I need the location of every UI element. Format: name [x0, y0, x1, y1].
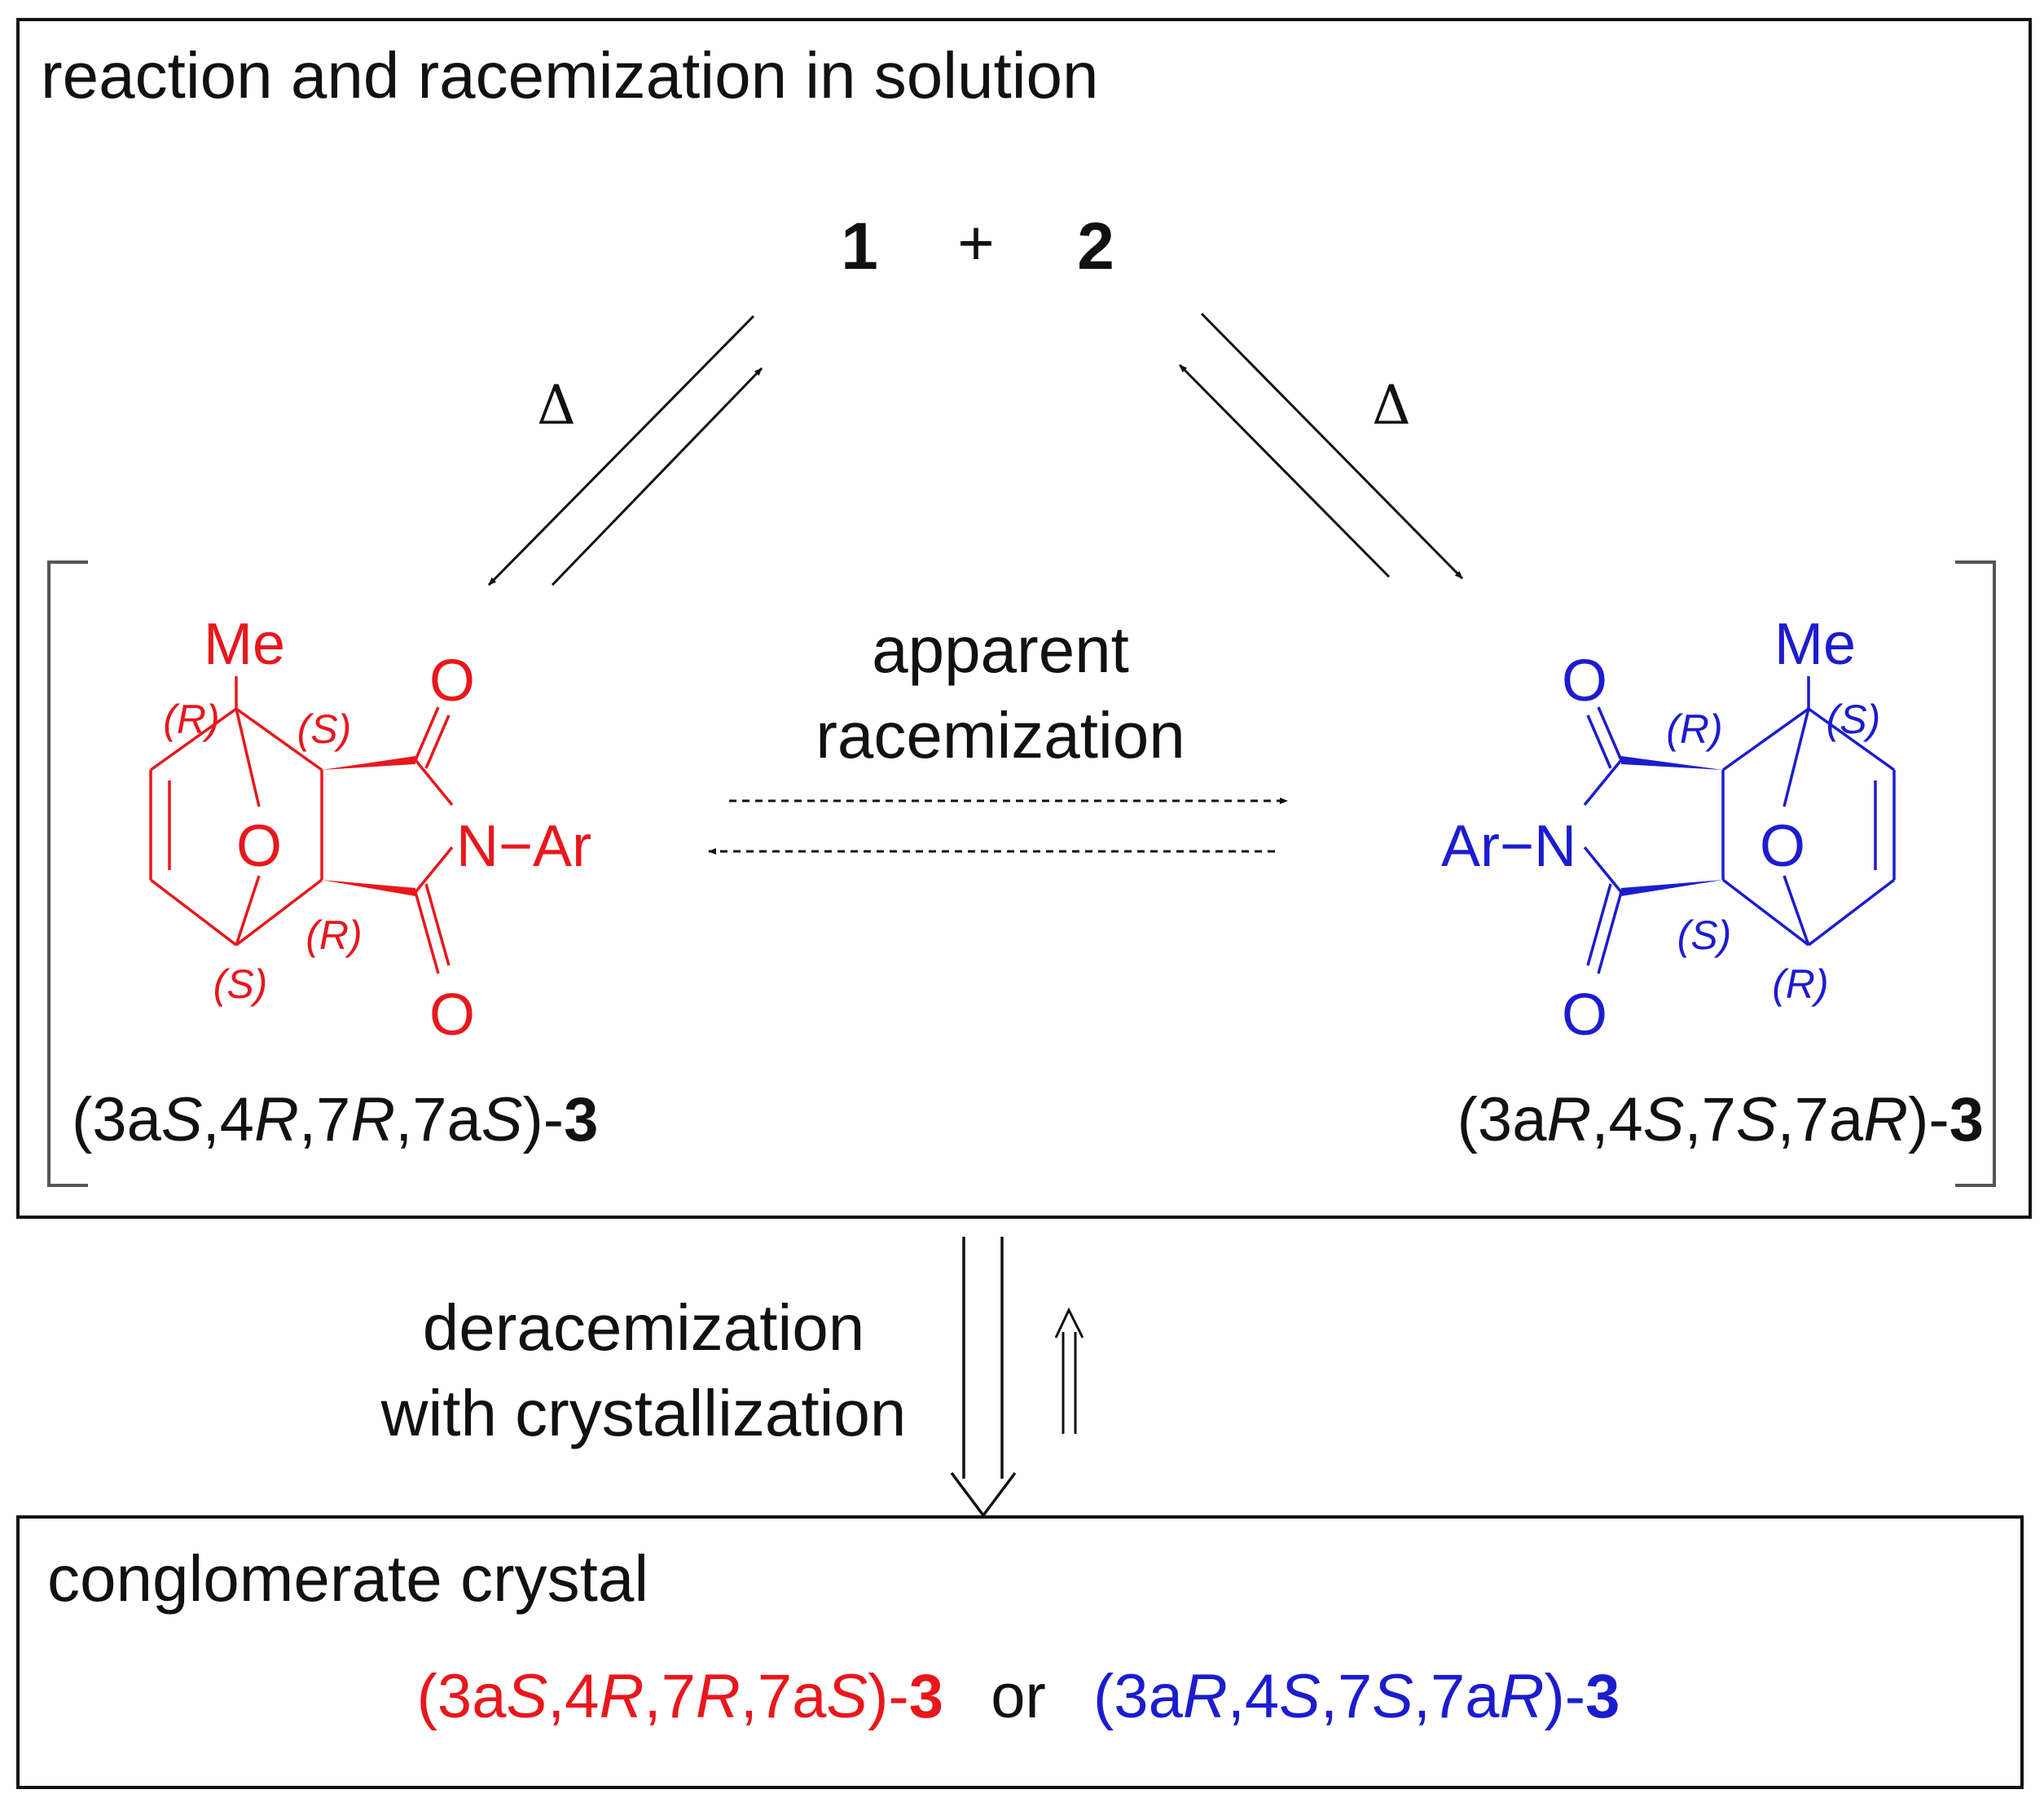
- bottom-or-label: or: [991, 1662, 1046, 1731]
- right-descriptor-c7a: (S): [1677, 912, 1732, 958]
- bottom-blue-compound: (3aR,4S,7S,7aR)-3: [1093, 1662, 1620, 1731]
- left-bracket: [47, 561, 88, 1187]
- left-descriptor-c3a: (S): [297, 706, 352, 752]
- left-carbonyl-top-oxygen: O: [429, 648, 475, 714]
- left-descriptor-c4: (R): [163, 697, 219, 742]
- right-enantiomer-structure: [1583, 676, 1896, 974]
- right-carbonyl-top-oxygen: O: [1562, 648, 1607, 714]
- left-methyl-label: Me: [204, 612, 285, 677]
- dashed-equilibrium-arrows: [708, 798, 1288, 855]
- process-label-line2: with crystallization: [380, 1377, 907, 1449]
- left-carbonyl-bottom-oxygen: O: [429, 983, 475, 1048]
- right-bridge-oxygen: O: [1760, 814, 1805, 879]
- right-descriptor-c3a: (R): [1666, 706, 1722, 752]
- reverse-small-arrow: [1054, 1307, 1084, 1434]
- reactant-1: 1: [841, 209, 878, 284]
- bottom-box: [16, 1515, 2024, 1789]
- left-descriptor-c7: (S): [213, 961, 268, 1007]
- right-carbonyl-bottom-oxygen: O: [1562, 983, 1607, 1048]
- right-compound-name: (3aR,4S,7S,7aR)-3: [1457, 1085, 1984, 1154]
- left-compound-name: (3aS,4R,7R,7aS)-3: [72, 1085, 598, 1154]
- left-bridge-oxygen: O: [236, 814, 282, 879]
- right-methyl-label: Me: [1774, 612, 1856, 677]
- left-descriptor-c7a: (R): [306, 912, 362, 958]
- plus-sign: +: [957, 207, 995, 279]
- left-enantiomer-structure: [149, 676, 454, 974]
- bottom-red-compound: (3aS,4R,7R,7aS)-3: [417, 1662, 943, 1731]
- process-label-line1: deracemization: [423, 1291, 865, 1364]
- right-bracket: [1955, 561, 1996, 1187]
- deracemization-large-arrow: [950, 1237, 1017, 1518]
- racemization-label-line2: racemization: [815, 699, 1185, 772]
- right-aryl-n-label: Ar−N: [1441, 814, 1576, 879]
- top-box-title: reaction and racemization in solution: [41, 39, 1099, 112]
- reactant-2: 2: [1077, 209, 1114, 284]
- heat-symbol-left: Δ: [537, 374, 576, 437]
- right-equilibrium-arrows: [1178, 312, 1464, 580]
- right-descriptor-c4: (S): [1826, 697, 1881, 742]
- heat-symbol-right: Δ: [1372, 374, 1411, 437]
- left-equilibrium-arrows: [487, 314, 763, 587]
- bottom-box-title: conglomerate crystal: [47, 1542, 648, 1615]
- top-box: [16, 18, 2032, 1219]
- right-descriptor-c7: (R): [1772, 961, 1828, 1007]
- racemization-label-line1: apparent: [872, 613, 1129, 686]
- left-n-aryl-label: N−Ar: [456, 814, 591, 879]
